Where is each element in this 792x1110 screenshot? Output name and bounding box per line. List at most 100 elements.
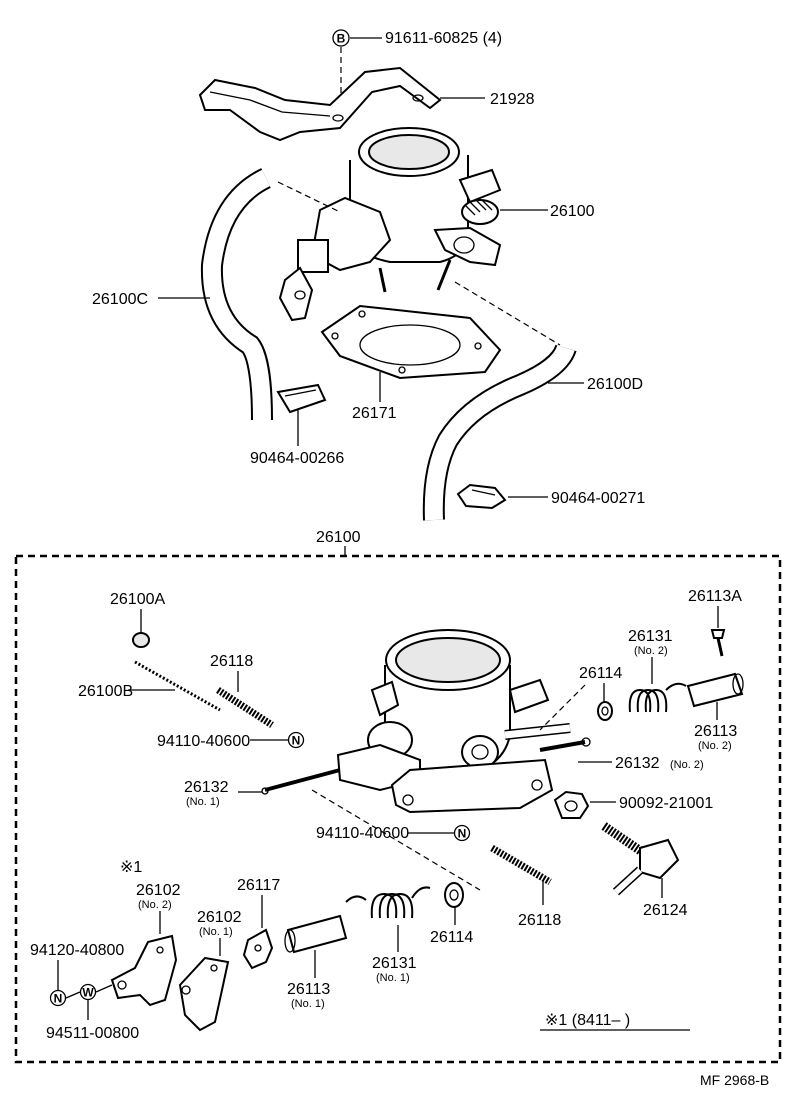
bracket2-sub-label: (No. 2) — [138, 899, 172, 911]
washer-26114-right: 26114 — [579, 665, 622, 721]
spring1-tang-right — [411, 886, 431, 899]
spring1-tang — [345, 895, 367, 903]
gasket-hole-3 — [474, 342, 482, 350]
nut-right-body — [553, 790, 590, 819]
throttle-part-label: 26100 — [550, 203, 595, 220]
clamp-90464-00271: 90464-00271 — [456, 483, 645, 510]
bracket1-body — [178, 956, 230, 1032]
hose-26100d: 26100D — [422, 343, 643, 521]
bracket-21928: 21928 — [198, 66, 535, 142]
screw-top-part-label: 26113A — [688, 588, 742, 605]
nut-mid-part-label: 94110-40600 — [316, 825, 409, 842]
exploded-sensor-hole — [471, 744, 489, 760]
fitting-part-label: 26124 — [643, 902, 688, 919]
hose-c-dash — [277, 181, 341, 213]
hose-d-part-label: 26100D — [587, 376, 643, 393]
washer-lower-link-2 — [95, 984, 113, 993]
exploded-base-flange — [390, 758, 554, 814]
clamp-left-band — [284, 389, 317, 397]
spring-mid-part-label: 26118 — [518, 912, 561, 929]
lever-hole — [254, 944, 262, 952]
lever-26117: 26117 — [237, 877, 280, 970]
bolt-callout: B 91611-60825 (4) — [332, 29, 502, 115]
bracket1-part-label: 26102 — [197, 909, 242, 926]
footer-code: MF 2968-B — [700, 1072, 769, 1088]
exploded-base-hole-2 — [531, 779, 543, 791]
pin-left-sub-label: (No. 1) — [186, 796, 220, 808]
nut-90092-21001: 90092-21001 — [553, 790, 713, 819]
spring-26131-no1: 26131 (No. 1) — [345, 886, 431, 984]
gasket-hole-4 — [398, 366, 406, 374]
sleeve-left-end — [284, 929, 296, 953]
spring2-sub-label: (No. 2) — [634, 645, 668, 657]
sleeve-left-part-label: 26113 — [287, 981, 330, 998]
clamp-right-band — [471, 489, 496, 496]
clamp-left-part-label: 90464-00266 — [250, 450, 344, 467]
bolt-part-label: 91611-60825 (4) — [385, 30, 502, 47]
exploded-bore-inner — [395, 637, 501, 683]
hose-d-fill — [424, 344, 575, 521]
clamp-right-part-label: 90464-00271 — [551, 490, 645, 507]
bracket-body — [198, 66, 442, 142]
assembly-frame-border — [14, 554, 782, 1064]
spring2-tang — [665, 682, 687, 691]
gasket-part-label: 26171 — [352, 405, 397, 422]
spring-26118-mid: 26118 — [490, 844, 561, 929]
bolt-94120-40800: 94120-40800 N — [30, 942, 124, 1007]
screw-top-head — [710, 629, 726, 639]
bracket-edge — [209, 91, 331, 117]
washer-94511-00800: W 94511-00800 — [46, 983, 139, 1042]
bolt-symbol: B — [337, 32, 346, 46]
wire-26100b: 26100B — [78, 660, 221, 712]
spring-26131-no2: 26131 (No. 2) — [628, 628, 687, 713]
throttle-lever-cluster — [297, 239, 329, 273]
washer-lower-symbol: W — [82, 986, 94, 1000]
gasket-hole-1 — [331, 332, 339, 340]
pin-left-head — [261, 787, 269, 795]
bracket1-hole-2 — [210, 964, 218, 972]
hose-c-part-label: 26100C — [92, 291, 148, 308]
lever-part-label: 26117 — [237, 877, 280, 894]
bolt-lower-part-label: 94120-40800 — [30, 942, 124, 959]
gasket-bore — [359, 324, 461, 366]
pin-26132-no2: 26132 (No. 2) — [539, 737, 704, 772]
spring-left-body — [216, 687, 274, 728]
nut-left-part-label: 94110-40600 — [157, 733, 250, 750]
nut-mid-symbol-circle — [453, 824, 471, 842]
bracket2-hole-2 — [156, 946, 164, 954]
clamp-left-body — [276, 383, 327, 414]
bracket1-sub-label: (No. 1) — [199, 926, 233, 938]
lever-body — [242, 928, 274, 970]
spring-mid-body — [490, 844, 552, 886]
wire-part-label: 26100B — [78, 683, 133, 700]
cap-26100a: 26100A — [110, 591, 165, 648]
clamp-90464-00266: 90464-00266 — [250, 383, 344, 467]
bracket2-part-label: 26102 — [136, 882, 181, 899]
fitting-spigot-fill — [613, 867, 643, 895]
bolt-lower-symbol-circle — [49, 989, 67, 1007]
throttle-sensor — [433, 226, 502, 267]
gasket-26171: 26171 — [320, 304, 502, 422]
spring1-part-label: 26131 — [372, 955, 417, 972]
washer-26114-mid: 26114 — [430, 882, 473, 946]
nut-mid-symbol: N — [458, 827, 467, 841]
spring2-part-label: 26131 — [628, 628, 673, 645]
cap-body — [132, 632, 150, 648]
hose-c-fill — [202, 169, 271, 421]
throttle-bore-inner — [368, 134, 450, 170]
pin-right-head — [581, 737, 591, 747]
wire-body — [134, 660, 221, 712]
gasket-hole-2 — [358, 310, 366, 318]
bracket-part-label: 21928 — [490, 91, 535, 108]
washer-mid-body — [444, 882, 464, 908]
throttle-lever-hole — [294, 290, 306, 300]
nut-left-symbol: N — [292, 734, 301, 748]
nut-right-part-label: 90092-21001 — [619, 795, 713, 812]
bracket-hole-right — [412, 94, 424, 102]
align-dash-lower — [311, 789, 481, 891]
fitting-thread — [601, 822, 651, 860]
assembly-part-label: 26100 — [316, 529, 361, 546]
throttle-adjust-screw — [378, 267, 387, 293]
throttle-nipple — [458, 168, 502, 204]
